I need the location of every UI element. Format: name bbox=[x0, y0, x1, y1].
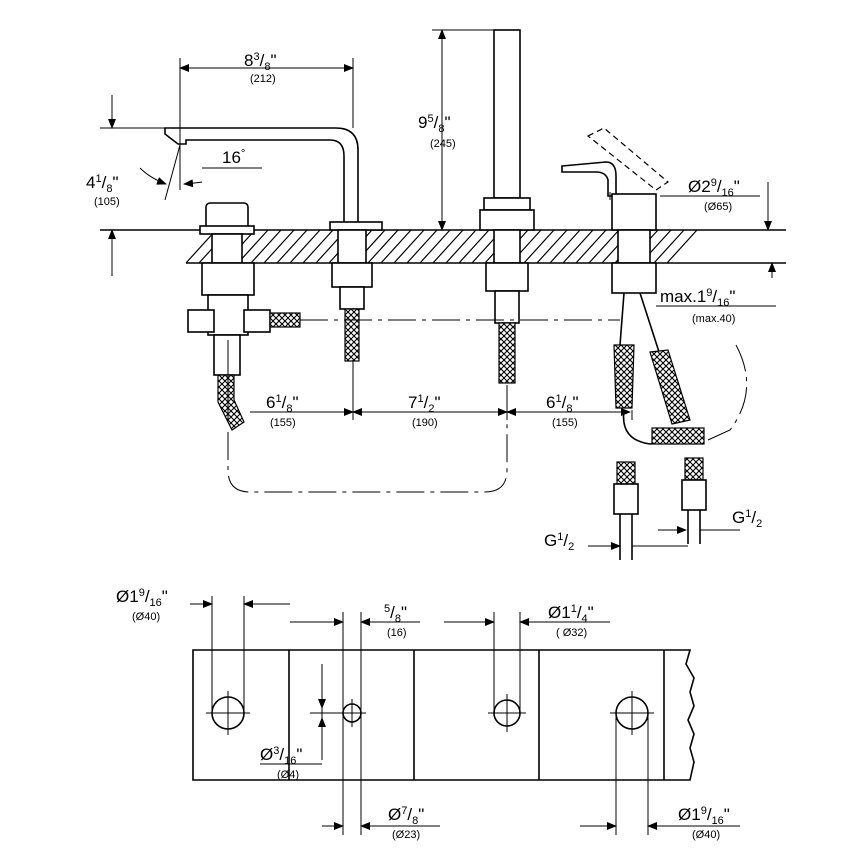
hole-4-mm: (Ø40) bbox=[692, 829, 720, 841]
hatch-line bbox=[458, 229, 490, 264]
hole-1-prefix: Ø1 bbox=[116, 587, 139, 606]
hatch-line bbox=[562, 229, 594, 264]
svg-text:41/8": 41/8" bbox=[86, 173, 119, 195]
svg-text:Ø3/16": Ø3/16" bbox=[260, 745, 302, 767]
hole-1 bbox=[206, 691, 250, 735]
hole-2-prefix: Ø bbox=[388, 805, 401, 824]
spout-height-whole: 4 bbox=[86, 173, 95, 192]
svg-text:max.19/16": max.19/16" bbox=[660, 287, 735, 309]
spout-angle: 16 bbox=[222, 148, 241, 167]
hatch-line bbox=[302, 229, 334, 264]
svg-text:61/8": 61/8" bbox=[266, 393, 299, 415]
spout bbox=[164, 127, 383, 362]
dimension-texts: 83/8" (212) 41/8" (105) 16° 95/8" (245) … bbox=[86, 51, 762, 553]
hatch-line bbox=[549, 229, 581, 264]
hatch-line bbox=[536, 229, 568, 264]
small-hole-prefix: Ø bbox=[260, 745, 273, 764]
side-elevation: 83/8" (212) 41/8" (105) 16° 95/8" (245) … bbox=[86, 29, 786, 560]
hole-3-prefix: Ø1 bbox=[548, 603, 571, 622]
deck-slab bbox=[100, 229, 786, 264]
handle-dia-mm: (Ø65) bbox=[704, 201, 732, 213]
handle-dia-prefix: Ø2 bbox=[688, 177, 711, 196]
hatch-line bbox=[289, 229, 321, 264]
hatch-line bbox=[523, 229, 555, 264]
spacing-1-mm: (155) bbox=[270, 417, 296, 429]
dimension-lines bbox=[100, 29, 776, 550]
svg-text:71/2": 71/2" bbox=[408, 393, 441, 415]
svg-text:Ø19/16": Ø19/16" bbox=[678, 805, 730, 827]
thread-left-prefix: G bbox=[544, 531, 557, 550]
hatch-line bbox=[445, 229, 477, 264]
hole-1-mm: (Ø40) bbox=[132, 611, 160, 623]
max-thickness-mm: (max.40) bbox=[692, 313, 735, 325]
hatch-line bbox=[406, 229, 438, 264]
offset-num: 5 bbox=[384, 603, 390, 615]
hatch-line bbox=[185, 229, 217, 264]
hatch-line bbox=[575, 229, 607, 264]
svg-text:G1/2: G1/2 bbox=[544, 531, 574, 553]
small-hole-mm: (Ø4) bbox=[277, 769, 299, 781]
hatch-line bbox=[367, 229, 399, 264]
hatch-line bbox=[393, 229, 425, 264]
hatch-line bbox=[380, 229, 412, 264]
shower-height-mm: (245) bbox=[430, 138, 456, 150]
hatch-line bbox=[276, 229, 308, 264]
spacing-2-whole: 7 bbox=[408, 393, 417, 412]
hole-3-mm: ( Ø32) bbox=[556, 627, 587, 639]
svg-text:83/8": 83/8" bbox=[244, 51, 277, 73]
spout-length-mm: (212) bbox=[250, 73, 276, 85]
svg-text:Ø19/16": Ø19/16" bbox=[116, 587, 168, 609]
spacing-1-whole: 6 bbox=[266, 393, 275, 412]
spout-height-mm: (105) bbox=[94, 196, 120, 208]
hatch-line bbox=[432, 229, 464, 264]
hatch-line bbox=[419, 229, 451, 264]
hatch-line bbox=[653, 229, 685, 264]
spacing-3-whole: 6 bbox=[546, 393, 555, 412]
mixer-handle bbox=[561, 127, 748, 445]
svg-text:G1/2: G1/2 bbox=[732, 508, 762, 530]
svg-text:5/8": 5/8" bbox=[384, 603, 407, 625]
deck-hole-plan: Ø19/16" (Ø40) 5/8" (16) Ø11/4" ( Ø32) Ø3… bbox=[116, 587, 740, 841]
hatch-line bbox=[666, 229, 698, 264]
hand-shower bbox=[479, 29, 535, 384]
hole-4 bbox=[610, 691, 654, 735]
connection-hoses bbox=[613, 457, 707, 560]
thread-right-prefix: G bbox=[732, 508, 745, 527]
shower-height-whole: 9 bbox=[418, 113, 427, 132]
diverter-valve bbox=[187, 202, 301, 431]
svg-text:95/8": 95/8" bbox=[418, 113, 451, 135]
max-thickness-prefix: max.1 bbox=[660, 287, 706, 306]
hatch-line bbox=[588, 229, 620, 264]
hatch-line bbox=[237, 229, 269, 264]
spacing-2-mm: (190) bbox=[412, 417, 438, 429]
offset-mm: (16) bbox=[387, 627, 407, 639]
spacing-3-mm: (155) bbox=[552, 417, 578, 429]
svg-text:Ø11/4": Ø11/4" bbox=[548, 603, 594, 625]
svg-text:61/8": 61/8" bbox=[546, 393, 579, 415]
svg-text:16°: 16° bbox=[222, 148, 245, 167]
hatch-line bbox=[263, 229, 295, 264]
hole-2-mm: (Ø23) bbox=[392, 829, 420, 841]
hole-4-prefix: Ø1 bbox=[678, 805, 701, 824]
hatch-line bbox=[250, 229, 282, 264]
svg-text:Ø29/16": Ø29/16" bbox=[688, 177, 740, 199]
spout-length-whole: 8 bbox=[244, 51, 253, 70]
svg-text:Ø7/8": Ø7/8" bbox=[388, 805, 424, 827]
